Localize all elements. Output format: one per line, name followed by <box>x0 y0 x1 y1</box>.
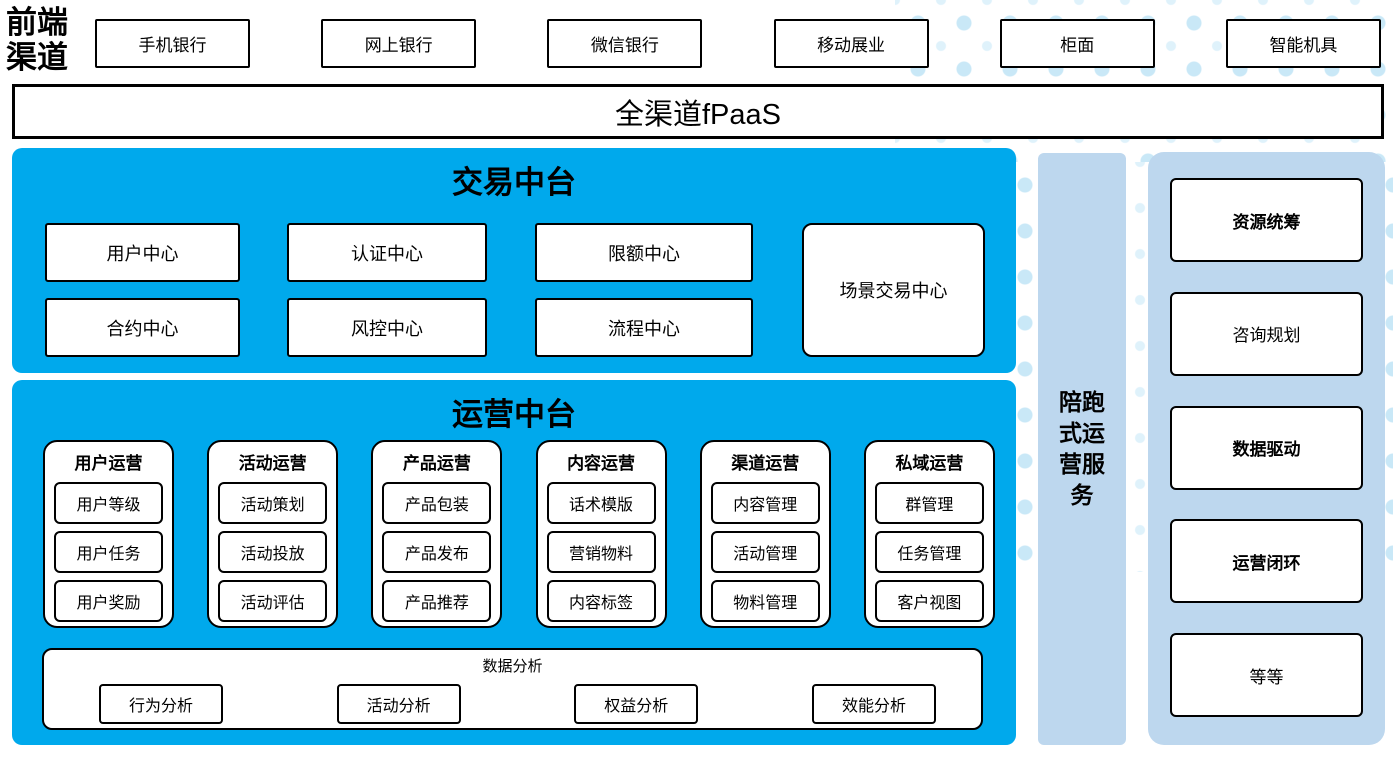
column-channel-operation: 渠道运营 内容管理 活动管理 物料管理 <box>699 440 831 628</box>
task-management-box: 任务管理 <box>874 531 984 573</box>
companion-operation-service-label: 陪跑式运营服务 <box>1059 389 1105 508</box>
channel-mobile-marketing: 移动展业 <box>773 19 929 68</box>
content-tag-box: 内容标签 <box>546 580 656 622</box>
operation-columns: 用户运营 用户等级 用户任务 用户奖励 活动运营 活动策划 活动投放 活动评估 … <box>43 440 995 628</box>
risk-center-box: 风控中心 <box>287 298 487 357</box>
behavior-analysis-box: 行为分析 <box>99 684 223 724</box>
customer-view-box: 客户视图 <box>874 580 984 622</box>
services-panel: 资源统筹 咨询规划 数据驱动 运营闭环 等等 <box>1148 152 1385 745</box>
channel-smart-devices: 智能机具 <box>1225 19 1381 68</box>
column-header: 渠道运营 <box>731 454 800 473</box>
user-reward-box: 用户奖励 <box>54 580 163 622</box>
user-task-box: 用户任务 <box>54 531 163 573</box>
column-header: 活动运营 <box>238 454 307 473</box>
column-header: 产品运营 <box>402 454 471 473</box>
product-packaging-box: 产品包装 <box>382 482 492 524</box>
frontend-channels-label: 前端 渠道 <box>6 5 68 76</box>
column-private-domain-operation: 私域运营 群管理 任务管理 客户视图 <box>863 440 995 628</box>
material-management-box: 物料管理 <box>710 580 820 622</box>
activity-planning-box: 活动策划 <box>218 482 328 524</box>
activity-delivery-box: 活动投放 <box>218 531 328 573</box>
resource-coordination-box: 资源统筹 <box>1170 178 1363 262</box>
user-level-box: 用户等级 <box>54 482 163 524</box>
activity-management-box: 活动管理 <box>710 531 820 573</box>
channel-counter: 柜面 <box>999 19 1155 68</box>
column-header: 私域运营 <box>895 454 964 473</box>
channel-mobile-banking: 手机银行 <box>95 19 250 68</box>
column-product-operation: 产品运营 产品包装 产品发布 产品推荐 <box>371 440 503 628</box>
auth-center-box: 认证中心 <box>287 223 487 282</box>
data-driven-box: 数据驱动 <box>1170 405 1363 490</box>
contract-center-box: 合约中心 <box>45 298 240 357</box>
column-content-operation: 内容运营 话术模版 营销物料 内容标签 <box>535 440 667 628</box>
transaction-platform-title: 交易中台 <box>452 165 576 201</box>
product-release-box: 产品发布 <box>382 531 492 573</box>
marketing-material-box: 营销物料 <box>546 531 656 573</box>
process-center-box: 流程中心 <box>535 298 753 357</box>
benefit-analysis-box: 权益分析 <box>574 684 699 724</box>
column-header: 内容运营 <box>567 454 636 473</box>
limit-center-box: 限额中心 <box>535 223 753 282</box>
channel-wechat-banking: 微信银行 <box>547 19 703 68</box>
group-management-box: 群管理 <box>874 482 984 524</box>
scenario-transaction-center-box: 场景交易中心 <box>802 223 985 357</box>
companion-operation-service-bar: 陪跑式运营服务 <box>1038 153 1126 745</box>
content-management-box: 内容管理 <box>710 482 820 524</box>
data-analysis-title: 数据分析 <box>482 658 543 675</box>
activity-evaluation-box: 活动评估 <box>218 580 328 622</box>
fpaas-bar: 全渠道fPaaS <box>12 84 1384 139</box>
channel-online-banking: 网上银行 <box>321 19 477 68</box>
efficiency-analysis-box: 效能分析 <box>811 684 936 724</box>
column-activity-operation: 活动运营 活动策划 活动投放 活动评估 <box>207 440 339 628</box>
operation-platform-block: 运营中台 用户运营 用户等级 用户任务 用户奖励 活动运营 活动策划 活动投放 … <box>12 380 1016 745</box>
frontend-channels-row: 手机银行 网上银行 微信银行 移动展业 柜面 智能机具 <box>95 19 1381 68</box>
operation-closed-loop-box: 运营闭环 <box>1170 519 1363 604</box>
data-analysis-section: 数据分析 行为分析 活动分析 权益分析 效能分析 <box>42 648 983 730</box>
user-center-box: 用户中心 <box>45 223 240 282</box>
column-user-operation: 用户运营 用户等级 用户任务 用户奖励 <box>43 440 174 628</box>
script-template-box: 话术模版 <box>546 482 656 524</box>
operation-platform-title: 运营中台 <box>452 397 576 433</box>
column-header: 用户运营 <box>74 454 143 473</box>
product-recommend-box: 产品推荐 <box>382 580 492 622</box>
etc-box: 等等 <box>1170 633 1363 717</box>
transaction-platform-block: 交易中台 用户中心 认证中心 限额中心 合约中心 风控中心 流程中心 场景交易中… <box>12 148 1016 373</box>
activity-analysis-box: 活动分析 <box>336 684 461 724</box>
consulting-planning-box: 咨询规划 <box>1170 291 1363 376</box>
